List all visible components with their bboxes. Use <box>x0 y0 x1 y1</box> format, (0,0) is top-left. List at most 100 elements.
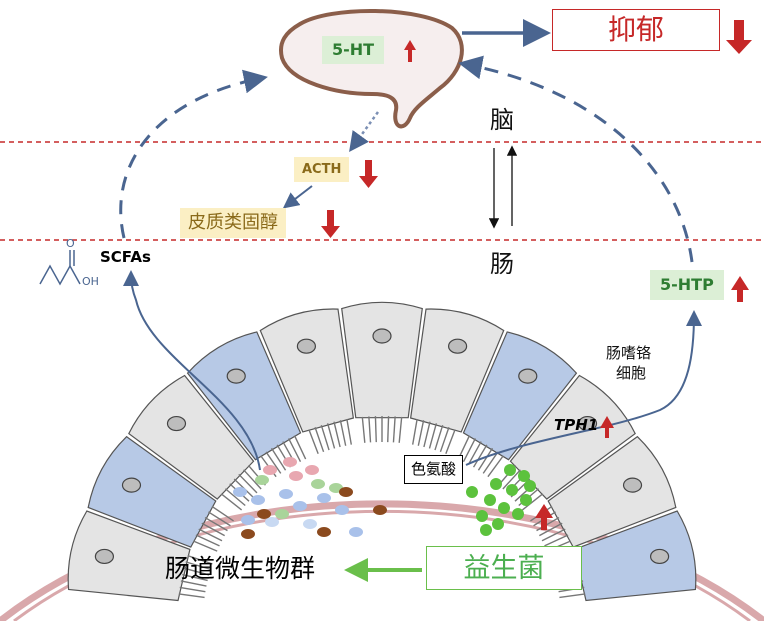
microbe <box>293 501 307 511</box>
gut-label: 肠 <box>490 250 514 278</box>
brain-outline <box>279 8 464 129</box>
probiotic-bacterium <box>484 494 496 506</box>
microvillus <box>208 511 231 527</box>
microvillus <box>204 516 228 532</box>
microvillus <box>423 421 431 448</box>
microvillus <box>198 528 223 542</box>
microvillus <box>182 573 208 582</box>
acth-to-cortisol-arrow <box>282 185 313 209</box>
cell-nucleus <box>94 548 115 565</box>
microbe <box>339 487 353 497</box>
probiotic-bacterium <box>498 502 510 514</box>
tryptophan-box: 色氨酸 <box>404 455 464 484</box>
microvillus <box>398 416 403 443</box>
butyrate-structure-icon <box>39 250 81 286</box>
microvillus <box>320 424 330 451</box>
microbe <box>265 517 279 527</box>
microvillus <box>559 593 586 599</box>
epithelial-cell <box>67 510 191 602</box>
probiotics-box: 益生菌 <box>426 546 582 590</box>
cell-nucleus <box>121 477 142 493</box>
microvillus <box>392 416 396 443</box>
microvillus <box>439 427 450 453</box>
tph1-label: TPH1 <box>554 416 599 434</box>
microvillus <box>417 420 425 446</box>
tryptophan-to-htp-arrow <box>465 310 702 466</box>
goblet-cell <box>573 510 697 602</box>
epithelial-cell <box>547 435 677 548</box>
microvillus <box>368 416 372 443</box>
microvillus <box>314 427 325 453</box>
microbe <box>335 505 349 515</box>
cell-nucleus <box>649 548 670 565</box>
up-arrow-icon <box>731 276 749 302</box>
cell-nucleus <box>226 368 246 384</box>
microbe <box>263 465 277 475</box>
microvillus <box>243 469 262 490</box>
microvillus <box>211 505 234 522</box>
cell-nucleus <box>447 338 468 354</box>
microbe <box>275 509 289 519</box>
epithelial-cell <box>409 308 505 433</box>
up-arrow-icon <box>600 416 614 438</box>
microvillus <box>487 455 504 478</box>
probiotic-bacterium <box>504 464 516 476</box>
microbe <box>233 487 247 497</box>
microbe <box>289 471 303 481</box>
microvillus <box>326 423 336 449</box>
up-arrow-icon <box>404 40 416 62</box>
probiotic-bacterium <box>476 510 488 522</box>
ec-cell-label-line2: 细胞 <box>616 364 647 382</box>
microvillus <box>192 540 218 552</box>
htp-to-brain-arrow <box>458 55 694 263</box>
microvillus <box>482 451 499 474</box>
microvillus <box>544 534 569 547</box>
microvillus <box>434 424 444 451</box>
microbe <box>255 475 269 485</box>
microbe <box>373 505 387 515</box>
goblet-cell <box>87 435 217 548</box>
microbiota-cluster <box>233 457 387 539</box>
probiotic-bacterium <box>512 508 524 520</box>
depression-box: 抑郁 <box>552 9 720 51</box>
microvillus <box>185 561 211 571</box>
epithelial-cell <box>259 308 355 433</box>
microvillus <box>195 534 220 547</box>
probiotic-bacterium <box>466 486 478 498</box>
down-arrow-icon <box>359 160 378 188</box>
cortisol-label: 皮质类固醇 <box>180 208 286 238</box>
cell-nucleus <box>622 477 643 493</box>
probiotic-bacterium <box>480 524 492 536</box>
hydroxyl-label: OH <box>82 275 99 288</box>
microvillus <box>288 438 302 462</box>
microbe <box>279 489 293 499</box>
probiotic-bacterium <box>524 480 536 492</box>
probiotic-bacterium <box>518 470 530 482</box>
brain-to-acth-arrow <box>349 111 380 153</box>
down-arrow-icon <box>321 210 340 238</box>
goblet-cell <box>462 331 578 461</box>
acth-label: ACTH <box>294 157 350 182</box>
cell-nucleus <box>166 415 187 432</box>
microbe <box>317 493 331 503</box>
microbe <box>241 529 255 539</box>
microvillus <box>178 593 205 599</box>
microvillus <box>374 416 377 443</box>
microvillus <box>346 418 353 445</box>
probiotic-bacterium <box>506 484 518 496</box>
carbonyl-oxygen-label: O <box>66 237 75 250</box>
microbe <box>283 457 297 467</box>
microbe <box>349 527 363 537</box>
scfas-label: SCFAs <box>100 248 151 266</box>
microvillus <box>445 429 456 455</box>
microvillus <box>477 447 494 471</box>
epithelial-cell <box>128 374 255 500</box>
ec-cell-label-line1: 肠嗜铬 <box>606 344 652 362</box>
microvillus <box>270 447 287 471</box>
microbiota-to-scfas-arrow <box>123 270 261 471</box>
microvillus <box>293 435 307 460</box>
microvillus <box>472 444 488 468</box>
epithelial-cell <box>509 374 636 500</box>
microvillus <box>187 554 213 565</box>
